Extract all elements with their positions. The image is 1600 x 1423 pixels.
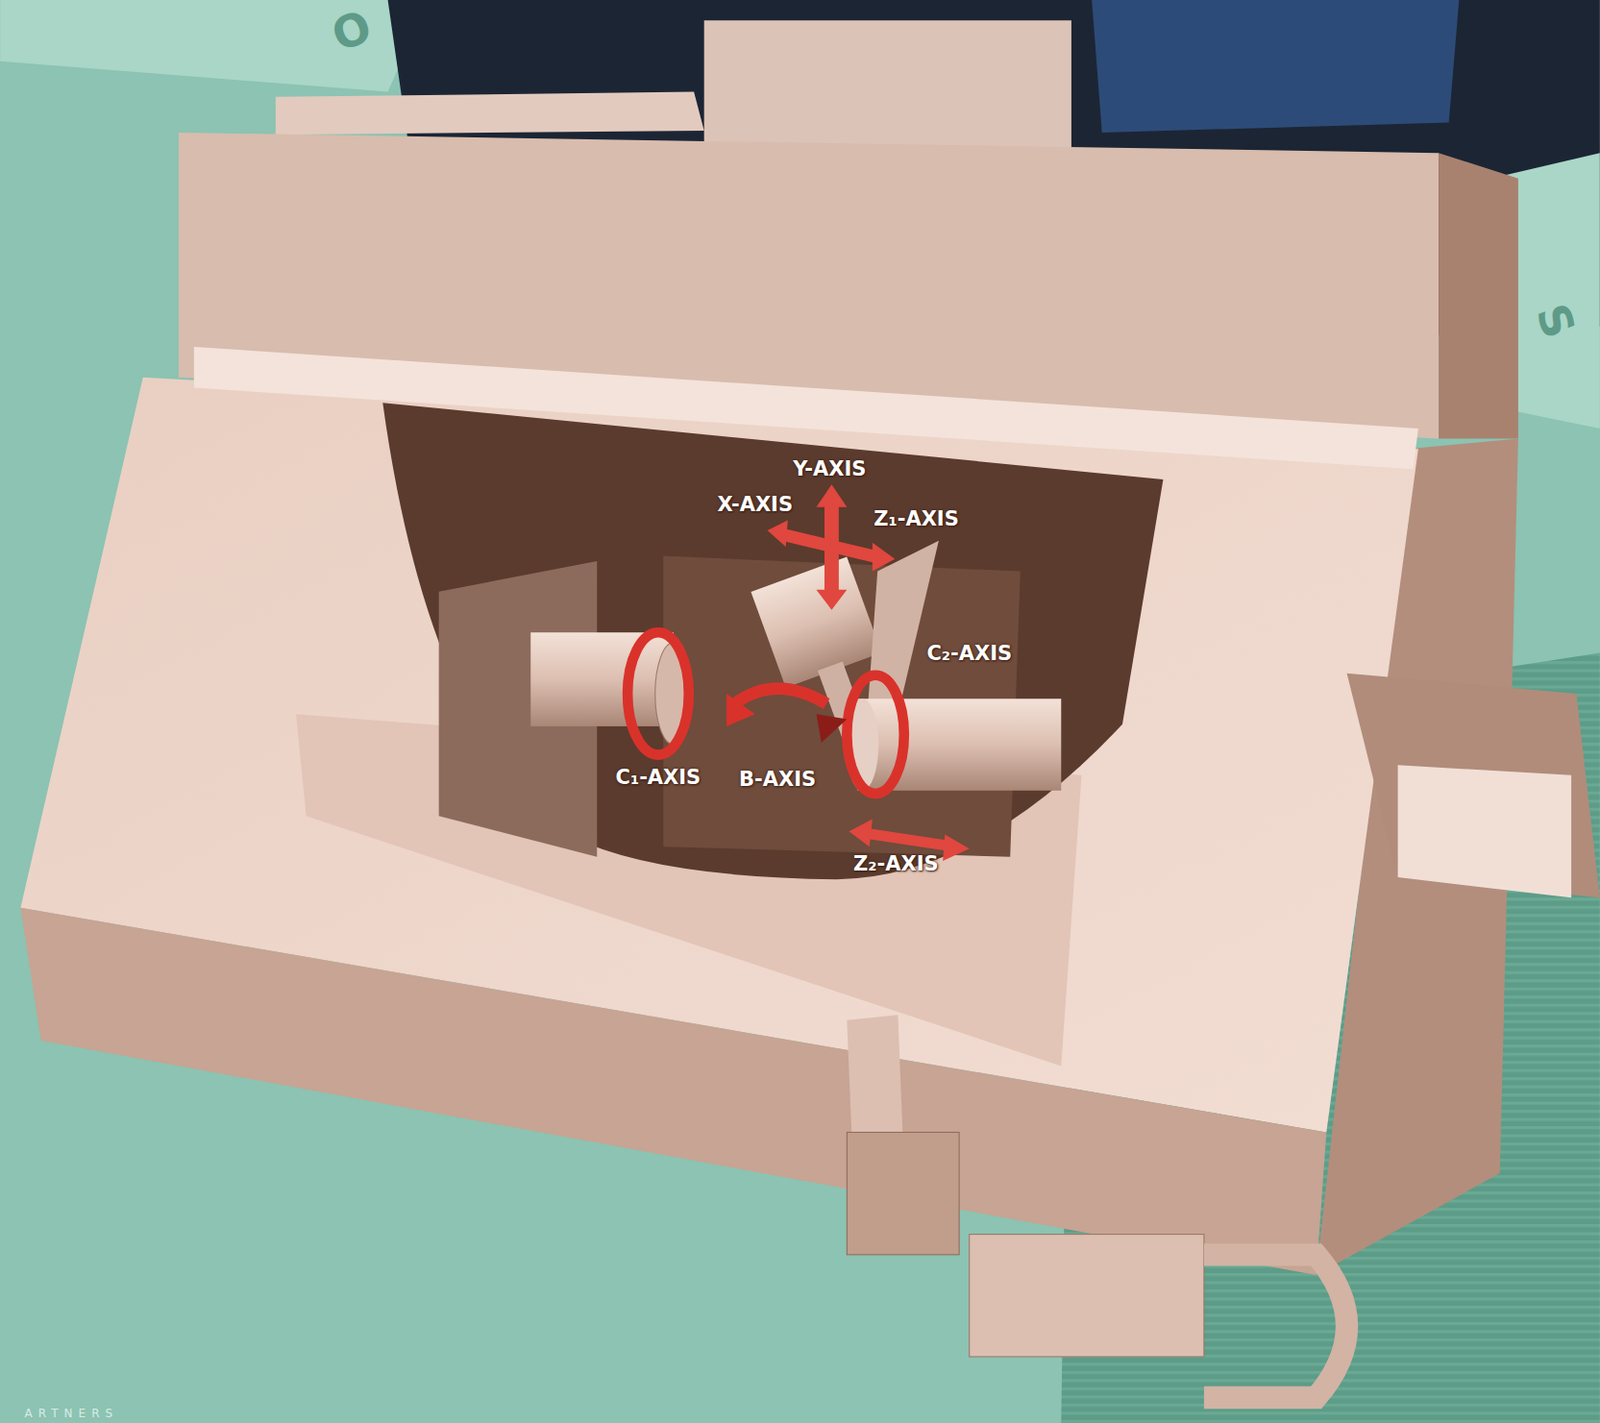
axis-label: Y-AXIS bbox=[792, 457, 866, 481]
axis-label: O bbox=[325, 0, 379, 62]
axis-label: X-AXIS bbox=[716, 492, 793, 517]
axis-label: Z₂-AXIS bbox=[853, 852, 939, 876]
top-slab bbox=[275, 92, 705, 136]
dial-wedge bbox=[0, 0, 429, 93]
sub-spindle bbox=[857, 698, 1061, 791]
door-handle bbox=[846, 1014, 903, 1143]
axis-label: B-AXIS bbox=[738, 767, 816, 791]
axis-label: ARTNERS bbox=[24, 1406, 120, 1421]
b-arrow-head bbox=[726, 693, 756, 727]
window-opening bbox=[382, 402, 1163, 880]
axis-label: C₂-AXIS bbox=[926, 641, 1012, 665]
c2-ring bbox=[846, 675, 904, 794]
c1-ring bbox=[627, 632, 690, 755]
b-arrow bbox=[735, 689, 828, 705]
axis-label: Z₁-AXIS bbox=[873, 507, 960, 531]
tool-plate bbox=[867, 541, 939, 714]
chip-loop bbox=[1204, 1255, 1348, 1399]
top-block-side bbox=[1438, 152, 1519, 439]
axis-label: C₁-AXIS bbox=[615, 765, 702, 789]
pedal-box bbox=[846, 1132, 960, 1255]
top-box bbox=[704, 20, 1072, 158]
operator-figure bbox=[1091, 0, 1459, 133]
base-front bbox=[20, 908, 1327, 1276]
side-box-face bbox=[1398, 764, 1572, 898]
main-spindle bbox=[530, 632, 674, 727]
side-box bbox=[1347, 673, 1600, 899]
axis-label: S bbox=[1526, 297, 1586, 346]
b-arrow-head bbox=[815, 713, 847, 743]
drawer bbox=[969, 1234, 1205, 1357]
